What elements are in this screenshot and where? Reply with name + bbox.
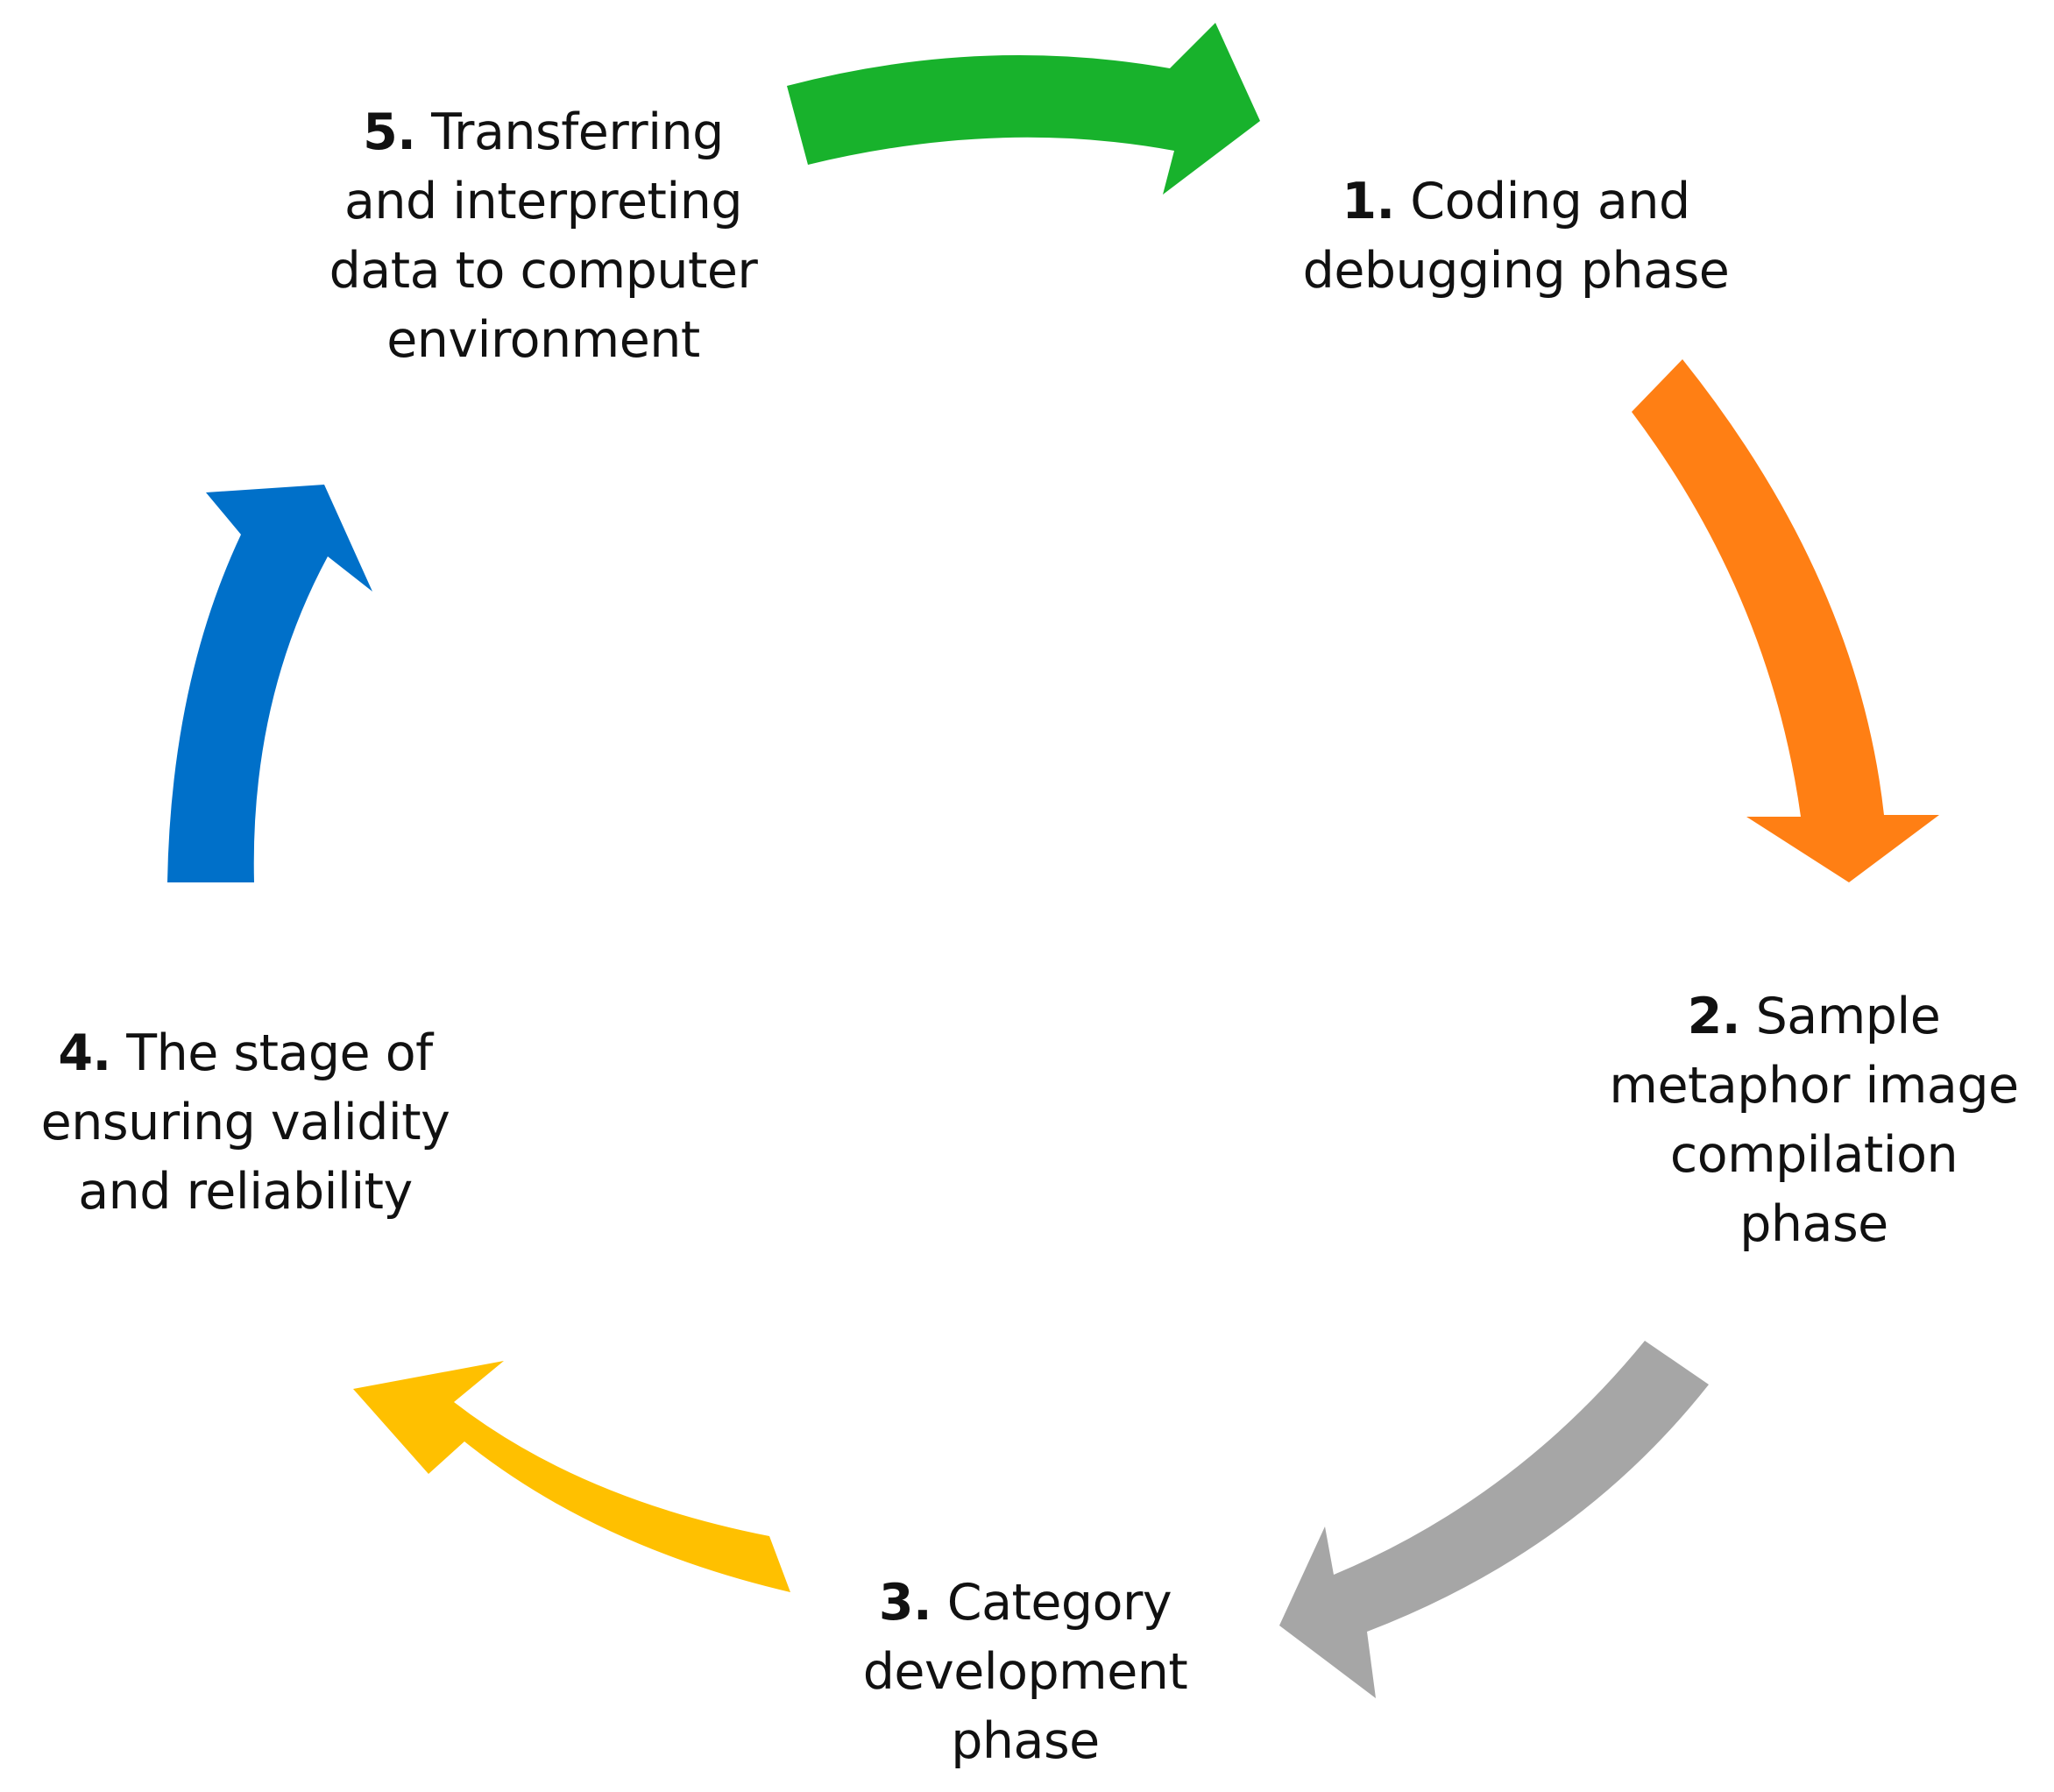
phase-5-line-3: data to computer (329, 242, 758, 300)
phase-1-label: 1. Coding and debugging phase (1262, 167, 1770, 306)
phase-5-line-2: and interpreting (344, 173, 743, 230)
arrow-1-to-2 (1632, 359, 1939, 882)
phase-5-label: 5. Transferring and interpreting data to… (289, 98, 797, 375)
phase-5-number: 5. (363, 103, 416, 161)
phase-3-line-3: phase (951, 1712, 1100, 1770)
phase-1-number: 1. (1342, 173, 1395, 230)
phase-4-number: 4. (58, 1024, 111, 1082)
phase-2-line-2: metaphor image (1609, 1057, 2019, 1115)
arrow-4-to-5 (167, 485, 372, 882)
phase-3-label: 3. Category development phase (771, 1569, 1279, 1776)
phase-3-number: 3. (878, 1574, 932, 1632)
phase-4-label: 4. The stage of ensuring validity and re… (0, 1019, 491, 1227)
phase-2-line-1: Sample (1755, 988, 1941, 1045)
phase-1-line-2: debugging phase (1302, 242, 1730, 300)
phase-5-line-4: environment (386, 311, 700, 369)
phase-5-line-1: Transferring (431, 103, 724, 161)
arrow-3-to-4 (353, 1361, 790, 1592)
phase-1-line-1: Coding and (1410, 173, 1690, 230)
phase-4-line-1: The stage of (126, 1024, 433, 1082)
phase-2-label: 2. Sample metaphor image compilation pha… (1569, 982, 2054, 1259)
arrow-2-to-3 (1279, 1341, 1709, 1698)
phase-3-line-2: development (862, 1643, 1188, 1701)
phase-3-line-1: Category (946, 1574, 1172, 1632)
phase-2-line-4: phase (1739, 1195, 1888, 1253)
arrow-5-to-1 (787, 23, 1260, 195)
phase-2-number: 2. (1687, 988, 1741, 1045)
phase-2-line-3: compilation (1669, 1126, 1958, 1184)
phase-4-line-3: and reliability (78, 1163, 413, 1221)
phase-4-line-2: ensuring validity (40, 1094, 450, 1151)
